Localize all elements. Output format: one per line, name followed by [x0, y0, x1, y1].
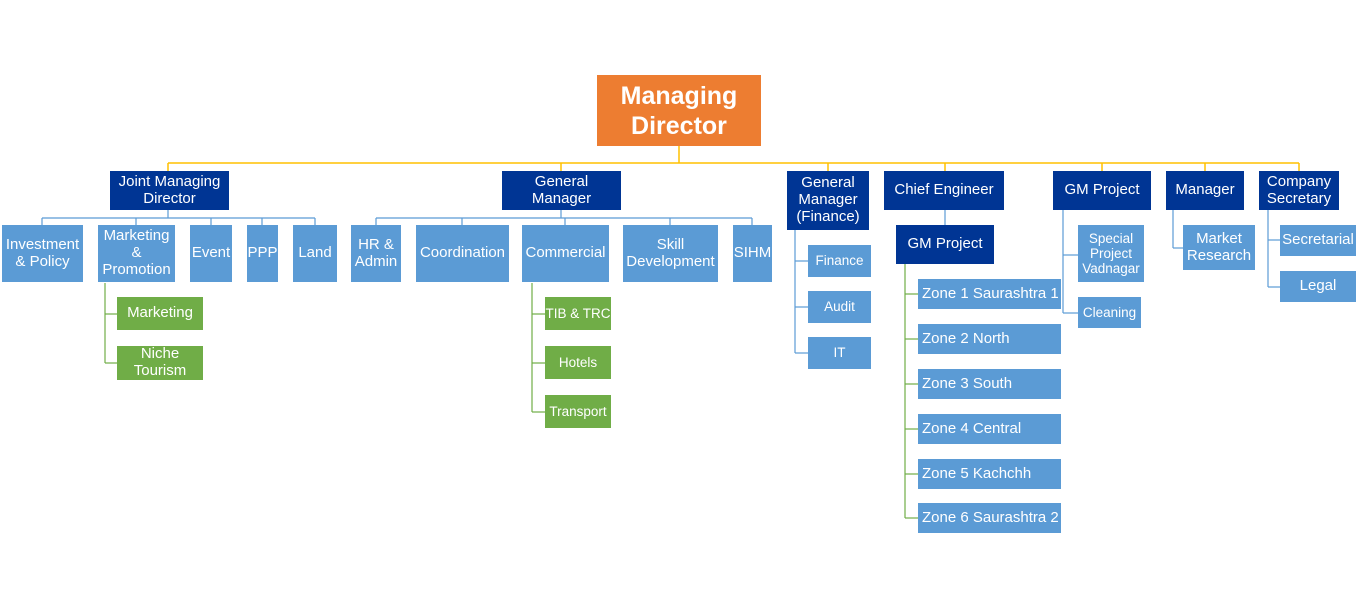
legal-box[interactable]: Legal [1280, 271, 1356, 302]
zone-1-box[interactable]: Zone 1 Saurashtra 1 [918, 279, 1061, 309]
manager-label: Manager [1175, 181, 1235, 199]
tib-trc-box[interactable]: TIB & TRC [545, 297, 611, 330]
sihm-box[interactable]: SIHM [733, 225, 772, 282]
zone-4-box[interactable]: Zone 4 Central [918, 414, 1061, 444]
zone-6-label: Zone 6 Saurashtra 2 [922, 508, 1059, 526]
general-manager-label: General Manager [531, 172, 592, 207]
cleaning-label: Cleaning [1082, 304, 1137, 320]
ce-gm-project-box[interactable]: GM Project [896, 225, 994, 264]
general-manager-finance-label: General Manager (Finance) [796, 174, 860, 225]
niche-tourism-label: Niche Tourism [133, 345, 187, 379]
transport-label: Transport [549, 403, 607, 419]
gm-project-box[interactable]: GM Project [1053, 171, 1151, 210]
it-box[interactable]: IT [808, 337, 871, 369]
marketing-label: Marketing [127, 304, 193, 322]
sihm-label: SIHM [733, 244, 772, 262]
zone-3-box[interactable]: Zone 3 South [918, 369, 1061, 399]
marketing-box[interactable]: Marketing [117, 297, 203, 330]
special-project-vadnagar-box[interactable]: Special Project Vadnagar [1078, 225, 1144, 282]
hr-admin-box[interactable]: HR & Admin [351, 225, 401, 282]
joint-managing-director-label: Joint Managing Director [118, 172, 221, 207]
zone-4-label: Zone 4 Central [922, 419, 1022, 437]
skill-development-label: Skill Development [626, 235, 715, 270]
it-label: IT [833, 345, 846, 361]
hotels-box[interactable]: Hotels [545, 346, 611, 379]
marketing-promotion-label: Marketing & Promotion [102, 227, 171, 278]
market-research-box[interactable]: Market Research [1183, 225, 1255, 270]
legal-label: Legal [1299, 277, 1337, 295]
coordination-box[interactable]: Coordination [416, 225, 509, 282]
secretarial-label: Secretarial [1282, 231, 1354, 249]
cleaning-box[interactable]: Cleaning [1078, 297, 1141, 328]
finance-box[interactable]: Finance [808, 245, 871, 277]
investment-policy-box[interactable]: Investment & Policy [2, 225, 83, 282]
audit-box[interactable]: Audit [808, 291, 871, 323]
ppp-box[interactable]: PPP [247, 225, 278, 282]
market-research-label: Market Research [1186, 229, 1252, 264]
special-project-vadnagar-label: Special Project Vadnagar [1082, 230, 1140, 277]
company-secretary-label: Company Secretary [1266, 172, 1332, 207]
commercial-label: Commercial [525, 244, 606, 262]
niche-tourism-box[interactable]: Niche Tourism [117, 345, 203, 380]
zone-1-label: Zone 1 Saurashtra 1 [922, 284, 1059, 302]
ppp-label: PPP [247, 244, 278, 262]
hr-admin-label: HR & Admin [354, 235, 398, 270]
hotels-label: Hotels [558, 354, 598, 370]
zone-6-box[interactable]: Zone 6 Saurashtra 2 [918, 503, 1061, 533]
zone-2-box[interactable]: Zone 2 North [918, 324, 1061, 354]
tib-trc-label: TIB & TRC [545, 305, 611, 321]
managing-director-label: Managing Director [620, 81, 738, 140]
ce-gm-project-label: GM Project [907, 235, 983, 253]
zone-5-box[interactable]: Zone 5 Kachchh [918, 459, 1061, 489]
gm-project-label: GM Project [1064, 181, 1140, 199]
zone-5-label: Zone 5 Kachchh [922, 464, 1032, 482]
event-box[interactable]: Event [190, 225, 232, 282]
skill-development-box[interactable]: Skill Development [623, 225, 718, 282]
transport-box[interactable]: Transport [545, 395, 611, 428]
commercial-box[interactable]: Commercial [522, 225, 609, 282]
general-manager-finance-box[interactable]: General Manager (Finance) [787, 171, 869, 230]
coordination-label: Coordination [419, 244, 506, 262]
investment-policy-label: Investment & Policy [5, 235, 80, 270]
chief-engineer-label: Chief Engineer [894, 181, 994, 199]
event-label: Event [191, 244, 231, 262]
marketing-promotion-box[interactable]: Marketing & Promotion [98, 225, 175, 282]
joint-managing-director-box[interactable]: Joint Managing Director [110, 171, 229, 210]
manager-box[interactable]: Manager [1166, 171, 1244, 210]
secretarial-box[interactable]: Secretarial [1280, 225, 1356, 256]
general-manager-box[interactable]: General Manager [502, 171, 621, 210]
land-label: Land [298, 244, 332, 262]
chief-engineer-box[interactable]: Chief Engineer [884, 171, 1004, 210]
land-box[interactable]: Land [293, 225, 337, 282]
audit-label: Audit [824, 299, 855, 315]
zone-3-label: Zone 3 South [922, 374, 1013, 392]
company-secretary-box[interactable]: Company Secretary [1259, 171, 1339, 210]
finance-label: Finance [815, 253, 864, 269]
zone-2-label: Zone 2 North [922, 329, 1010, 347]
managing-director-box[interactable]: Managing Director [597, 75, 761, 146]
